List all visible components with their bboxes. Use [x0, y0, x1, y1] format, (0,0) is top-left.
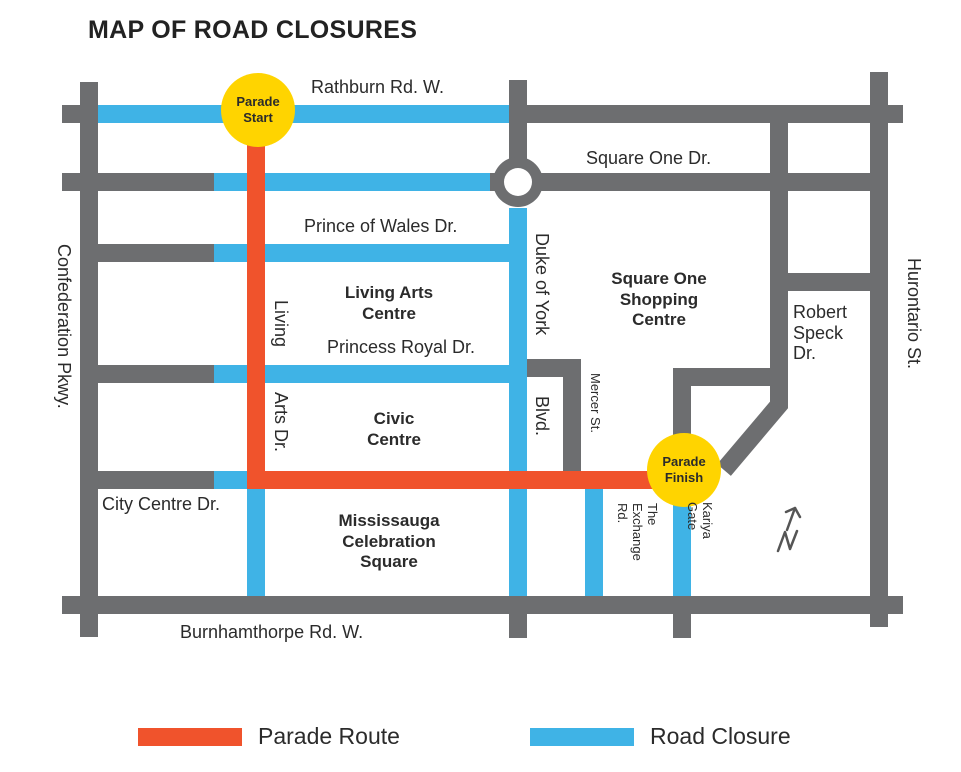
road-robert-speck	[717, 122, 788, 476]
north-arrow-icon	[776, 506, 802, 553]
roundabout-centre	[504, 168, 532, 196]
parade-finish-circle	[647, 433, 721, 507]
legend-road-closure: Road Closure	[530, 723, 791, 750]
label-kariya: Kariya Gate	[685, 502, 715, 539]
label-rathburn: Rathburn Rd. W.	[311, 77, 445, 97]
label-living-arts-bottom: Arts Dr.	[271, 392, 291, 453]
parade-start-marker: Parade Start	[236, 94, 280, 125]
legend-closure-swatch	[530, 727, 634, 746]
roads	[62, 72, 903, 638]
label-princess-royal: Princess Royal Dr.	[327, 337, 476, 357]
legend-parade-route: Parade Route	[138, 723, 400, 750]
parade-route-line	[247, 114, 682, 489]
label-duke-of-york-top: Duke of York	[532, 233, 552, 336]
label-confederation: Confederation Pkwy.	[54, 244, 74, 409]
legend-closure-label: Road Closure	[650, 723, 791, 749]
map-title: MAP OF ROAD CLOSURES	[88, 16, 418, 44]
area-square-one: Square One Shopping Centre	[611, 269, 707, 330]
parade-start-circle	[221, 73, 295, 147]
label-city-centre: City Centre Dr.	[102, 494, 221, 514]
label-burnhamthorpe: Burnhamthorpe Rd. W.	[180, 622, 364, 642]
label-square-one-dr: Square One Dr.	[586, 148, 712, 168]
label-exchange: The Exchange Rd.	[615, 503, 660, 561]
area-living-arts-centre: Living Arts Centre	[344, 283, 434, 323]
label-robert-speck: Robert Speck Dr.	[793, 302, 848, 364]
area-civic-centre: Civic Centre	[367, 409, 421, 449]
legend-parade-label: Parade Route	[258, 723, 400, 749]
label-prince-of-wales: Prince of Wales Dr.	[304, 216, 458, 236]
parade-finish-marker: Parade Finish	[662, 454, 706, 485]
label-duke-of-york-bottom: Blvd.	[532, 396, 552, 437]
area-celebration-square: Mississauga Celebration Square	[338, 511, 440, 572]
legend-parade-swatch	[138, 727, 242, 746]
label-hurontario: Hurontario St.	[904, 258, 924, 370]
road-mercer	[518, 359, 581, 472]
label-living-arts-top: Living	[271, 300, 291, 348]
label-mercer: Mercer St.	[588, 373, 603, 433]
